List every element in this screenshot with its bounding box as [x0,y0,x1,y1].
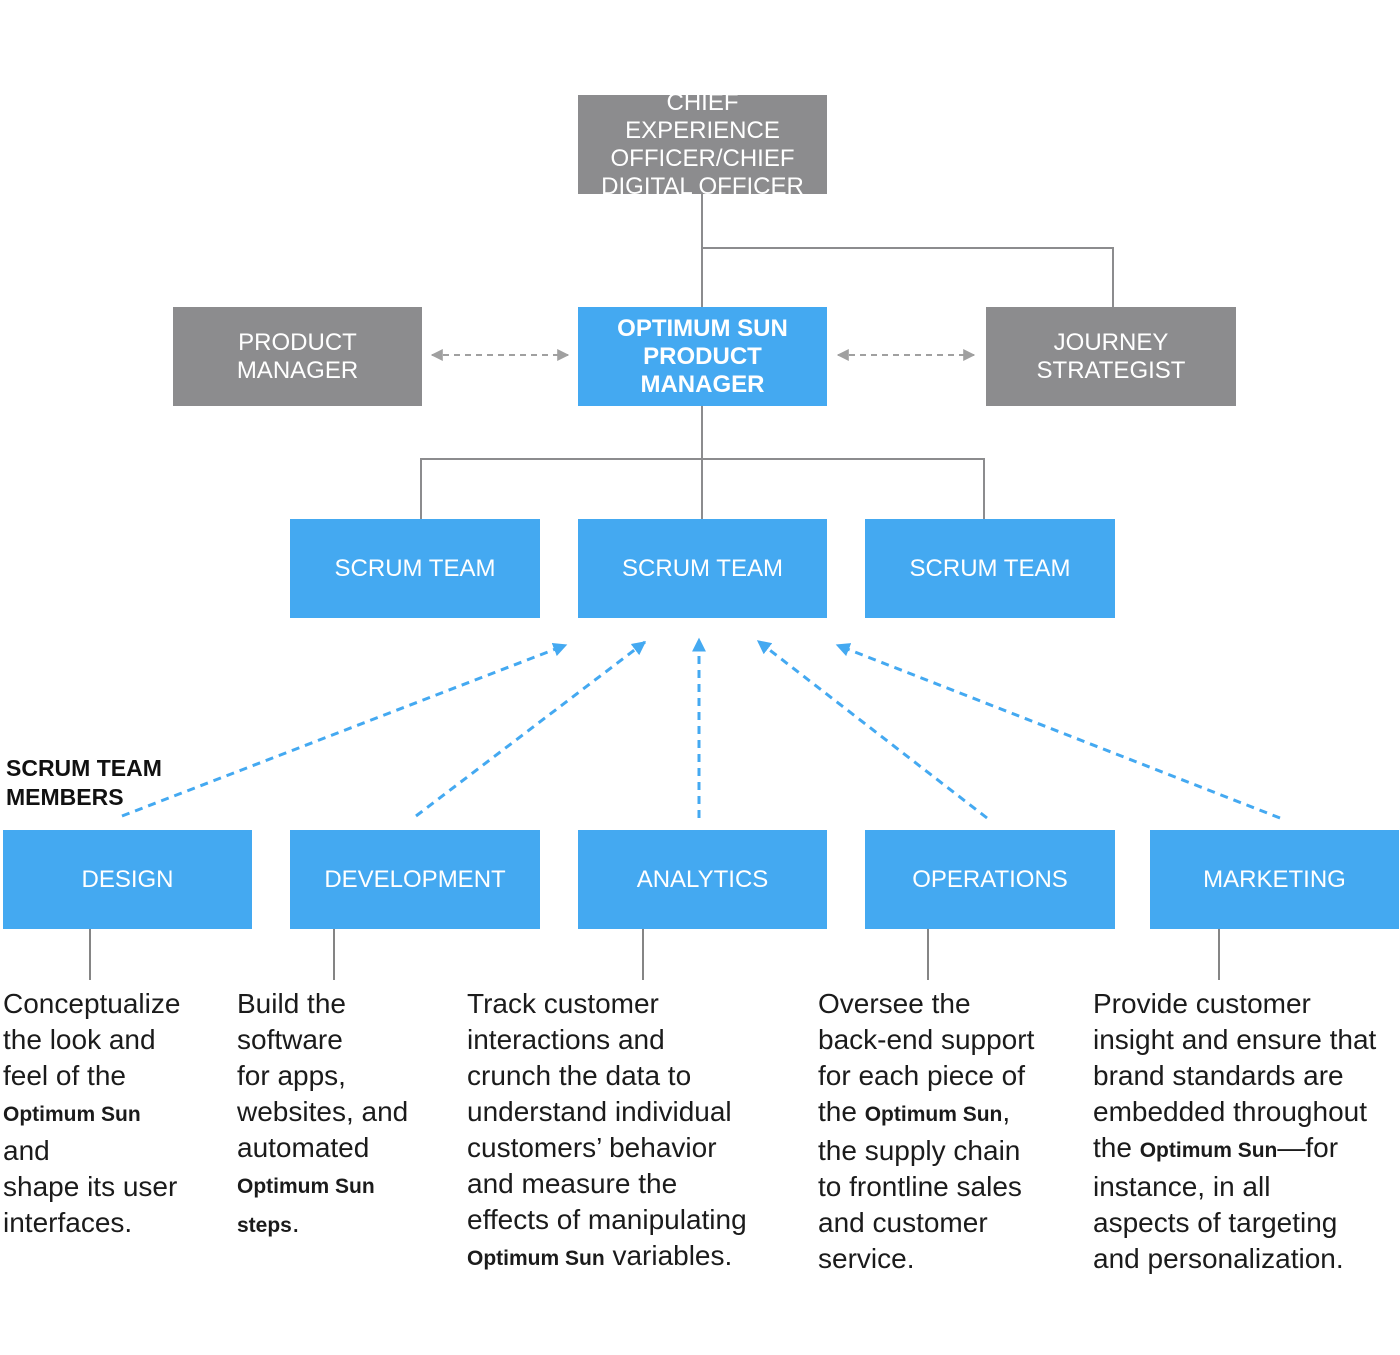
box-development-label: DEVELOPMENT [324,865,506,893]
desc-design-text-1: Conceptualize the look and feel of the [3,988,181,1091]
desc-design: Conceptualize the look and feel of the O… [3,986,223,1241]
box-scrum-team-center: SCRUM TEAM [578,519,827,618]
scrum-team-members-label: SCRUM TEAM MEMBERS [6,755,162,810]
desc-marketing-text-2: —for instance, in all aspects of targeti… [1093,1132,1344,1274]
box-design-label: DESIGN [81,865,174,893]
box-design: DESIGN [3,830,252,929]
desc-analytics-text-1: Track customer interactions and crunch t… [467,988,747,1235]
box-scrum-team-right-label: SCRUM TEAM [909,554,1071,582]
arrow-design-to-scrum [121,642,568,818]
desc-analytics: Track customer interactions and crunch t… [467,986,807,1277]
desc-analytics-text-2: variables. [604,1240,733,1271]
arrow-operations-to-scrum [756,639,988,820]
desc-marketing-text-1: Provide customer insight and ensure that… [1093,988,1377,1163]
box-analytics-label: ANALYTICS [636,865,769,893]
box-scrum-team-right: SCRUM TEAM [865,519,1115,618]
box-optimum-sun-product-manager: OPTIMUM SUN PRODUCT MANAGER [578,307,827,406]
box-scrum-team-left-label: SCRUM TEAM [334,554,496,582]
box-operations: OPERATIONS [865,830,1115,929]
desc-operations: Oversee the back-end support for each pi… [818,986,1083,1277]
box-marketing: MARKETING [1150,830,1399,929]
box-optimum-sun-product-manager-label: OPTIMUM SUN PRODUCT MANAGER [617,314,788,398]
box-journey-strategist: JOURNEY STRATEGIST [986,307,1236,406]
desc-development: Build the software for apps, websites, a… [237,986,457,1244]
box-scrum-team-left: SCRUM TEAM [290,519,540,618]
desc-marketing-keyword: Optimum Sun [1139,1139,1278,1162]
desc-development-text-3: . [291,1207,300,1238]
box-product-manager: PRODUCT MANAGER [173,307,422,406]
box-operations-label: OPERATIONS [912,865,1068,893]
line-cxo-to-journey [702,247,1114,307]
box-development: DEVELOPMENT [290,830,540,929]
box-chief-experience-officer-label: CHIEF EXPERIENCE OFFICER/CHIEF DIGITAL O… [601,88,804,200]
desc-design-text-2: and shape its user interfaces. [3,1135,178,1238]
desc-operations-text-1: Oversee the back-end support for each pi… [818,988,1035,1127]
arrow-development-to-scrum [415,640,647,818]
line-pm-to-scrum-left [420,458,702,519]
desc-analytics-keyword: Optimum Sun [467,1247,605,1270]
box-journey-strategist-label: JOURNEY STRATEGIST [1036,328,1186,384]
arrow-marketing-to-scrum [835,643,1281,820]
line-pm-to-scrum-right [702,458,985,519]
box-scrum-team-center-label: SCRUM TEAM [622,554,783,582]
box-chief-experience-officer: CHIEF EXPERIENCE OFFICER/CHIEF DIGITAL O… [578,89,827,200]
desc-design-keyword: Optimum Sun [3,1103,141,1126]
desc-operations-text-2: , the supply chain to frontline sales an… [818,1096,1022,1274]
desc-marketing: Provide customer insight and ensure that… [1093,986,1398,1277]
box-product-manager-label: PRODUCT MANAGER [236,328,359,384]
desc-development-text-1: Build the software for apps, websites, a… [237,988,409,1163]
desc-development-keyword: Optimum Sun [237,1175,375,1198]
desc-operations-keyword: Optimum Sun [864,1103,1003,1126]
desc-development-keyword-2: steps [237,1214,292,1237]
box-analytics: ANALYTICS [578,830,827,929]
box-marketing-label: MARKETING [1203,865,1346,893]
